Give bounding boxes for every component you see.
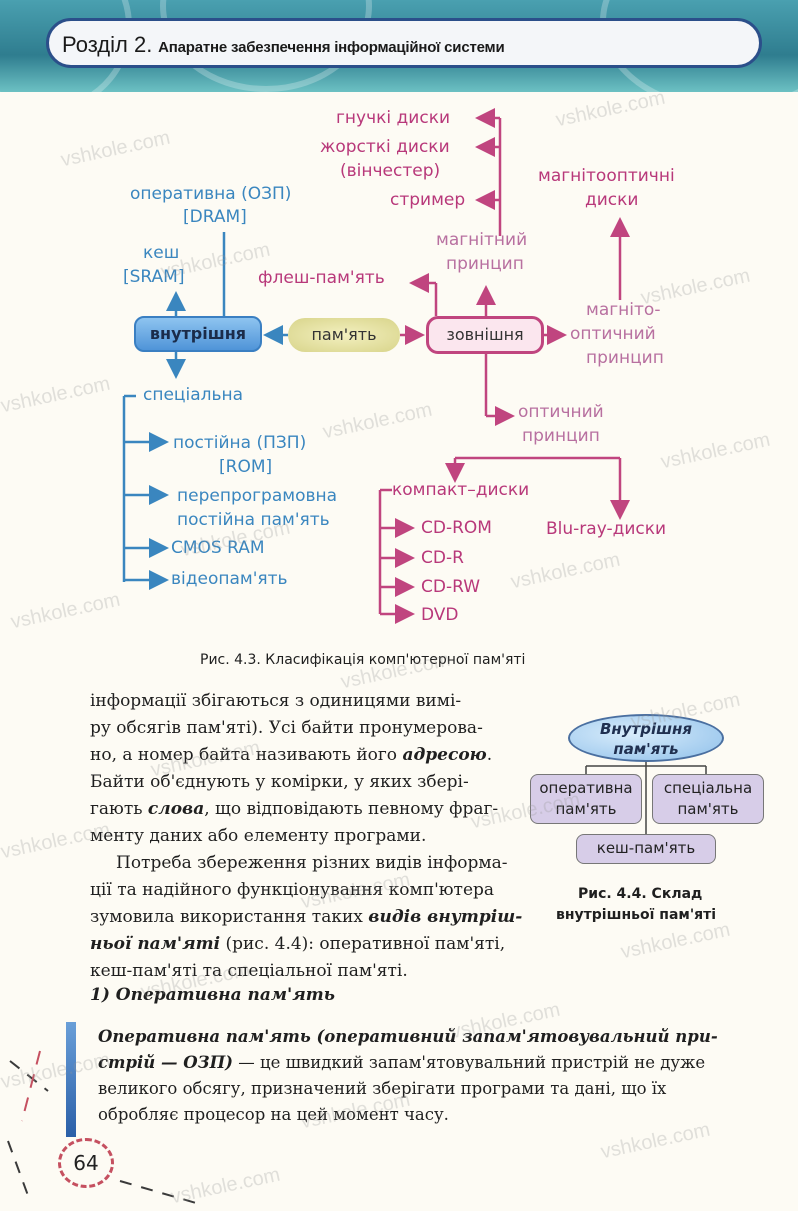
watermark-text: vshkole.com	[0, 818, 113, 864]
node-memory: пам'ять	[288, 318, 400, 352]
label-streamer: стример	[390, 190, 466, 210]
label-cmos: CMOS RAM	[171, 538, 265, 558]
node-special-memory: спеціальна пам'ять	[652, 774, 764, 824]
node-ram: оперативна пам'ять	[530, 774, 642, 824]
chapter-header	[46, 18, 762, 68]
label-ram: оперативна (ОЗП)	[130, 184, 292, 204]
label-mo-principle-3: принцип	[586, 348, 664, 368]
text-run: зумовила використання таких	[90, 907, 369, 927]
label-magnetic-principle: принцип	[446, 254, 524, 274]
paragraph-line: інформації збігаються з одиницями вимі-	[90, 691, 462, 711]
paragraph-line: гають слова, що відповідають певному фра…	[90, 796, 498, 823]
label-eeprom-2: постійна пам'ять	[177, 510, 330, 530]
term-internal-types: видів внутріш-	[368, 907, 523, 927]
figure-caption-4-3: Рис. 4.3. Класифікація комп'ютерної пам'…	[200, 652, 526, 668]
label-magnetic: магнітний	[436, 230, 528, 250]
paragraph-line: ньої пам'яті (рис. 4.4): оперативної пам…	[90, 931, 505, 958]
node-external-memory: зовнішня	[426, 316, 544, 354]
section-heading: 1) Оперативна пам'ять	[90, 985, 335, 1005]
node-label: пам'ять	[555, 800, 617, 818]
node-cache-memory: кеш-пам'ять	[576, 834, 716, 864]
definition-bar	[66, 1022, 76, 1137]
label-winchester: (вінчестер)	[340, 161, 441, 181]
label-mo-principle: магніто-	[586, 300, 661, 320]
paragraph-line: ру обсягів пам'яті). Усі байти пронумеро…	[90, 718, 483, 738]
paragraph-line: менту даних або елементу програми.	[90, 826, 427, 846]
label-bluray: Blu-ray-диски	[546, 519, 667, 539]
paragraph-line: Байти об'єднують у комірки, у яких зберi…	[90, 772, 469, 792]
node-internal-memory: внутрішня	[134, 316, 262, 352]
watermark-text: vshkole.com	[598, 1118, 713, 1164]
figure-caption-4-4-line2: внутрішньої пам'яті	[556, 907, 717, 923]
label-compact-discs: компакт–диски	[392, 480, 530, 500]
label-optical-principle: принцип	[522, 426, 600, 446]
label-rom-code: [ROM]	[219, 457, 273, 477]
label-optical: оптичний	[518, 402, 604, 422]
chapter-number: Розділ 2.	[62, 32, 153, 57]
label-video: відеопам'ять	[171, 569, 288, 589]
definition-line: стрій — ОЗП) — це швидкий запам'ятовувал…	[98, 1050, 705, 1076]
definition-line: обробляє процесор на цей момент часу.	[98, 1105, 449, 1124]
definition-line: Оперативна пам'ять (оперативний запам'ят…	[98, 1024, 718, 1050]
text-run: — це швидкий запам'ятовувальний пристрій…	[232, 1053, 706, 1072]
label-mo-discs-2: диски	[585, 190, 639, 210]
node-label: пам'ять	[613, 740, 679, 758]
label-dram: [DRAM]	[183, 207, 247, 227]
text-run: (рис. 4.4): оперативної пам'яті,	[220, 934, 506, 954]
decorative-dashes	[7, 1050, 197, 1204]
label-cache: кеш	[143, 243, 180, 263]
label-floppy: гнучкі диски	[336, 108, 451, 128]
term-internal-types-2: ньої пам'яті	[90, 934, 221, 954]
figure-caption-4-4: Рис. 4.4. Склад	[578, 886, 703, 902]
label-cdr: CD-R	[421, 548, 464, 568]
label-rom: постійна (ПЗП)	[173, 433, 307, 453]
memory-classification-connectors	[122, 108, 630, 624]
paragraph-line: ції та надійного функціонування комп'юте…	[90, 880, 495, 900]
paragraph-line: зумовила використання таких видів внутрі…	[90, 904, 522, 931]
chapter-subtitle: Апаратне забезпечення інформаційної сист…	[158, 39, 505, 56]
paragraph-line: кеш-пам'яті та спеціальної пам'яті.	[90, 961, 408, 981]
definition-term-2: стрій — ОЗП)	[98, 1053, 233, 1072]
text-run: .	[486, 745, 493, 765]
paragraph-line: но, а номер байта називають його адресою…	[90, 742, 492, 769]
node-label: пам'ять	[677, 800, 739, 818]
node-label: спеціальна	[663, 779, 753, 797]
chapter-title: Розділ 2. Апаратне забезпечення інформац…	[62, 32, 505, 58]
node-internal-memory-2: Внутрішня пам'ять	[568, 714, 724, 762]
definition-term: Оперативна пам'ять (оперативний запам'ят…	[98, 1027, 718, 1046]
label-special: спеціальна	[143, 385, 244, 405]
label-flash: флеш-пам'ять	[258, 268, 385, 288]
node-label: оперативна	[539, 779, 633, 797]
paragraph-line: Потреба збереження різних видів інформа-	[116, 853, 508, 873]
page-number: 64	[58, 1138, 114, 1188]
label-eeprom: перепрограмовна	[177, 486, 338, 506]
watermark-text: vshkole.com	[618, 918, 733, 964]
text-run: , що відповідають певному фраг-	[204, 799, 499, 819]
term-words: слова	[147, 799, 205, 819]
text-run: но, а номер байта називають його	[90, 745, 403, 765]
node-label: Внутрішня	[599, 720, 693, 738]
label-hdd: жорсткі диски	[320, 137, 450, 157]
label-mo-discs: магнітооптичні	[538, 166, 675, 186]
label-cdrom: CD-ROM	[421, 518, 492, 538]
label-cdrw: CD-RW	[421, 577, 481, 597]
label-dvd: DVD	[421, 605, 459, 625]
term-address: адресою	[402, 745, 487, 765]
text-run: гають	[90, 799, 148, 819]
label-mo-principle-2: оптичний	[570, 324, 656, 344]
definition-line: великого обсягу, призначений зберігати п…	[98, 1079, 667, 1098]
label-sram: [SRAM]	[123, 267, 185, 287]
